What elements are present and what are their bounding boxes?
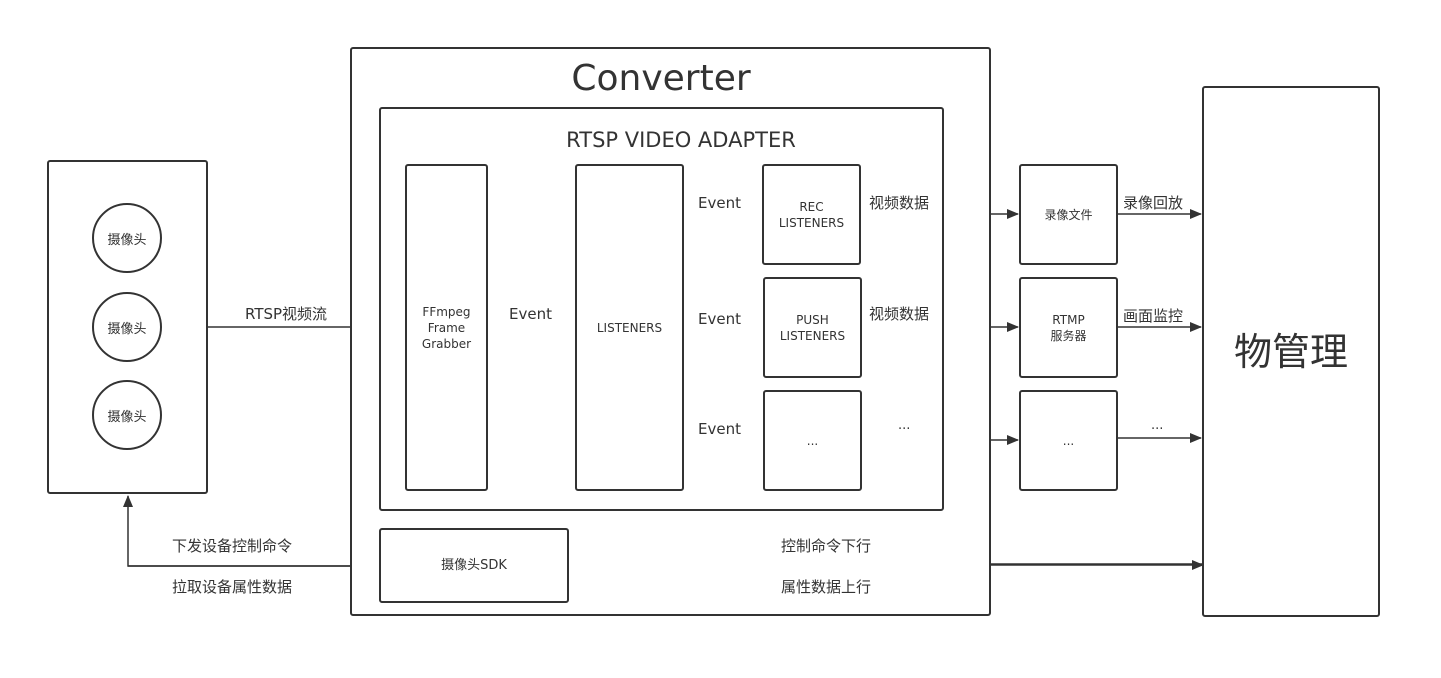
rec-listeners-node: REC LISTENERS [762,164,861,265]
ffmpeg-grabber-node: FFmpeg Frame Grabber [405,164,488,491]
monitor-label: 画面监控 [1123,307,1184,325]
camera-node: 摄像头 [92,292,162,362]
camera-node: 摄像头 [92,380,162,450]
iot-management-node: 物管理 [1202,86,1380,617]
record-file-node: 录像文件 [1019,164,1118,265]
camera-node: 摄像头 [92,203,162,273]
listeners-node: LISTENERS [575,164,684,491]
video-data-push-label: 视频数据 [869,305,930,323]
arrow-sdk-to-cameras [123,495,378,567]
more-out-label: ... [1151,418,1164,433]
rtsp-adapter-title: RTSP VIDEO ADAPTER [566,128,796,152]
issue-control-label: 下发设备控制命令 [172,537,293,555]
rtsp-stream-label: RTSP视频流 [245,305,328,323]
camera-label: 摄像头 [107,232,147,248]
attributes-up-label: 属性数据上行 [781,578,872,596]
more-output-node: ... [1019,390,1118,491]
video-data-rec-label: 视频数据 [869,194,930,212]
more-listeners-node: ... [763,390,862,491]
rtmp-server-node: RTMP 服务器 [1019,277,1118,378]
playback-label: 录像回放 [1123,194,1184,212]
camera-label: 摄像头 [107,409,147,425]
camera-label: 摄像头 [107,321,147,337]
event-rec-label: Event [698,194,741,212]
push-listeners-node: PUSH LISTENERS [763,277,862,378]
event-main-label: Event [509,305,552,323]
more-data-label: ... [898,418,911,433]
event-more-label: Event [698,420,741,438]
event-push-label: Event [698,310,741,328]
control-down-label: 控制命令下行 [781,537,872,555]
converter-title: Converter [571,58,751,99]
camera-sdk-node: 摄像头SDK [379,528,569,603]
pull-attributes-label: 拉取设备属性数据 [172,578,293,596]
